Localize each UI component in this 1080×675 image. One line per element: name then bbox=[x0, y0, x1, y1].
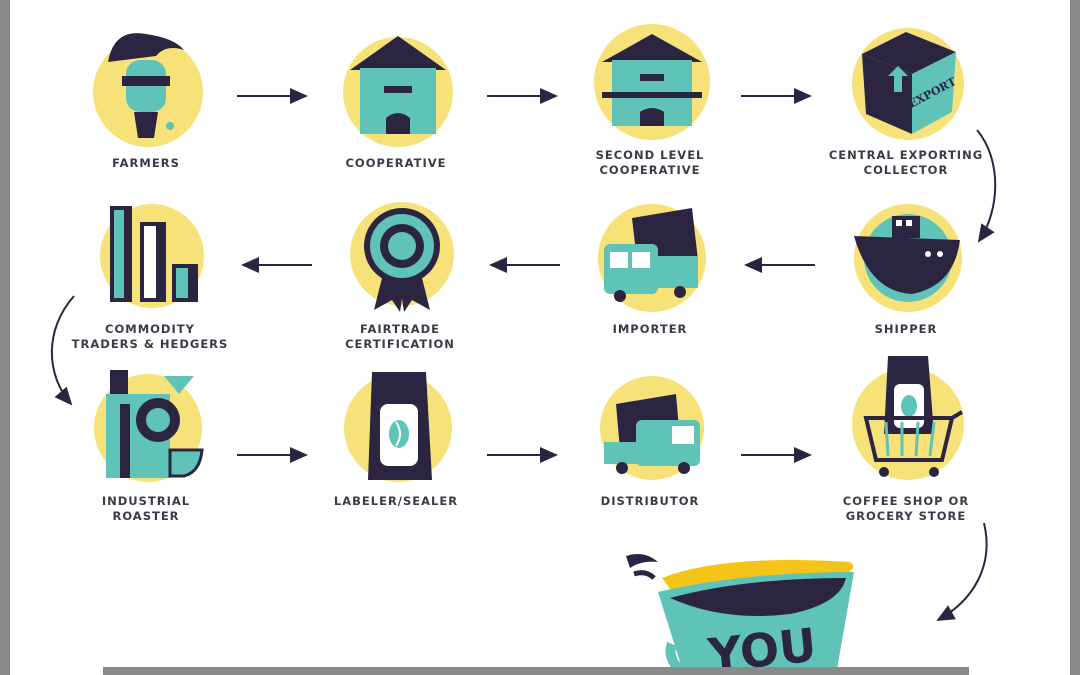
node-label: COFFEE SHOP OR GROCERY STORE bbox=[842, 494, 970, 523]
truck-icon bbox=[598, 204, 706, 312]
delivery-truck-icon bbox=[600, 376, 704, 480]
node-label: CENTRAL EXPORTING COLLECTOR bbox=[828, 148, 984, 177]
node-label: SHIPPER bbox=[874, 322, 938, 336]
node-fairtrade-certification: FAIRTRADE CERTIFICATION bbox=[320, 196, 480, 352]
node-farmers: FARMERS bbox=[66, 20, 226, 171]
rosette-icon bbox=[350, 202, 454, 312]
node-label: DISTRIBUTOR bbox=[600, 494, 700, 508]
node-distributor: DISTRIBUTOR bbox=[570, 364, 730, 509]
second-cooperative-icon bbox=[594, 24, 710, 140]
commodity-bars-icon bbox=[100, 204, 204, 308]
farmer-icon bbox=[93, 33, 203, 147]
node-label: INDUSTRIAL ROASTER bbox=[101, 494, 191, 523]
bottom-edge-bar bbox=[103, 667, 969, 675]
node-label: IMPORTER bbox=[612, 322, 688, 336]
flow-arrows bbox=[50, 88, 997, 621]
node-label: COMMODITY TRADERS & HEDGERS bbox=[71, 322, 229, 351]
arrow-exporter-shipper bbox=[976, 129, 997, 243]
coffee-cup-you-icon: YOU bbox=[626, 554, 854, 675]
arrow-shop-you bbox=[936, 522, 988, 621]
node-label: FAIRTRADE CERTIFICATION bbox=[345, 322, 455, 351]
node-cooperative: COOPERATIVE bbox=[316, 20, 476, 171]
arrow-commodity-roaster bbox=[50, 295, 75, 406]
cooperative-icon bbox=[343, 36, 453, 147]
shopping-cart-icon bbox=[852, 356, 964, 480]
node-central-exporting-collector: EXPORT CENTRAL EXPORTING COLLECTOR bbox=[826, 14, 986, 178]
node-industrial-roaster: INDUSTRIAL ROASTER bbox=[66, 364, 226, 524]
node-label: LABELER/SEALER bbox=[333, 494, 459, 508]
roaster-icon bbox=[94, 370, 204, 482]
node-second-level-cooperative: SECOND LEVEL COOPERATIVE bbox=[570, 14, 730, 178]
export-box-icon: EXPORT bbox=[852, 28, 964, 140]
node-shipper: SHIPPER bbox=[826, 196, 986, 337]
node-importer: IMPORTER bbox=[570, 196, 730, 337]
node-coffee-shop: COFFEE SHOP OR GROCERY STORE bbox=[826, 352, 986, 524]
node-label: FARMERS bbox=[112, 156, 180, 170]
node-label: COOPERATIVE bbox=[345, 156, 447, 170]
coffee-supply-chain-diagram: FARMERS COOPERATIVE SECOND LEVEL COOPERA… bbox=[10, 0, 1070, 675]
coffee-bag-icon bbox=[344, 372, 452, 482]
cup-you-text: YOU bbox=[705, 618, 819, 675]
node-commodity-traders: COMMODITY TRADERS & HEDGERS bbox=[70, 196, 230, 352]
node-labeler-sealer: LABELER/SEALER bbox=[316, 364, 476, 509]
ship-icon bbox=[854, 204, 962, 312]
node-label: SECOND LEVEL COOPERATIVE bbox=[595, 148, 705, 177]
